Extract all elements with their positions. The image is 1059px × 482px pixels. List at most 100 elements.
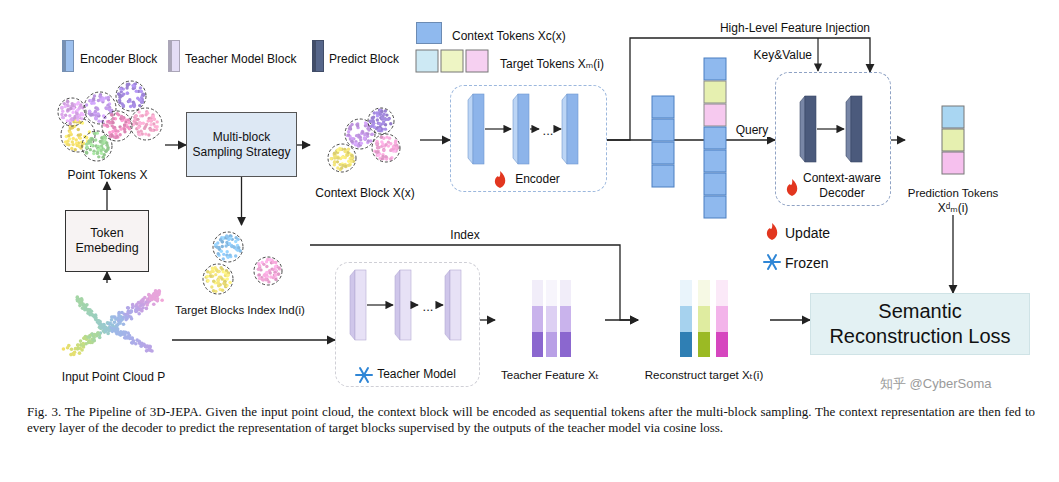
edge-label: High-Level Feature Injection xyxy=(718,21,872,35)
point xyxy=(148,344,152,348)
flow-arrow xyxy=(437,304,443,305)
node-text: Context Block X(x) xyxy=(315,186,414,200)
point xyxy=(277,266,280,269)
point xyxy=(110,113,113,116)
legend-entry: Teacher Model Block xyxy=(185,49,296,67)
loss-box: Semantic Reconstruction Loss xyxy=(810,293,1030,355)
point xyxy=(151,115,154,118)
point xyxy=(139,122,142,125)
point xyxy=(90,143,93,146)
point xyxy=(60,113,63,116)
point xyxy=(126,92,129,95)
point xyxy=(78,107,81,110)
point xyxy=(206,279,209,282)
point xyxy=(70,147,73,150)
point xyxy=(350,154,353,157)
point xyxy=(387,144,390,147)
block-front xyxy=(450,270,461,340)
point xyxy=(70,347,74,351)
legend-swatch xyxy=(168,40,180,72)
feature-bar xyxy=(716,280,728,306)
point xyxy=(217,252,220,255)
point xyxy=(73,116,76,119)
point xyxy=(141,299,145,303)
point xyxy=(212,280,215,283)
point xyxy=(94,317,98,321)
edge-label-holder: Query xyxy=(734,120,771,138)
point xyxy=(131,341,135,345)
point xyxy=(61,109,64,112)
point xyxy=(84,304,88,308)
legend-swatch xyxy=(416,22,442,44)
point xyxy=(153,293,157,297)
point xyxy=(85,146,88,149)
flow-arrow xyxy=(530,128,539,129)
point xyxy=(139,98,142,101)
teacher-group: Teacher Model xyxy=(335,262,480,387)
point xyxy=(111,121,114,124)
point xyxy=(375,142,378,145)
point xyxy=(109,326,113,330)
point xyxy=(90,113,93,116)
point xyxy=(214,273,217,276)
patch-outline xyxy=(58,98,86,126)
point xyxy=(350,154,353,157)
point xyxy=(117,93,120,96)
node-text: Xᵈₘ(i) xyxy=(938,201,969,215)
point xyxy=(123,123,126,126)
block-side xyxy=(846,96,851,162)
point xyxy=(149,119,152,122)
point xyxy=(76,297,80,301)
point xyxy=(156,120,159,123)
point xyxy=(110,315,114,319)
point xyxy=(142,343,146,347)
point xyxy=(221,240,224,243)
point xyxy=(76,102,79,105)
point xyxy=(138,121,141,124)
point xyxy=(66,140,69,143)
point xyxy=(221,270,224,273)
point xyxy=(138,133,141,136)
flow-connector xyxy=(106,272,107,283)
point xyxy=(66,99,69,102)
point xyxy=(88,335,92,339)
point xyxy=(145,303,149,307)
point xyxy=(122,322,126,326)
node-text: Token Emebeding xyxy=(70,226,144,256)
point xyxy=(134,308,138,312)
token-square xyxy=(652,142,674,164)
block-front xyxy=(400,270,411,340)
point xyxy=(369,120,372,123)
point xyxy=(71,111,74,114)
process-box: Multi-block Sampling Strategy xyxy=(186,112,297,177)
point xyxy=(129,315,133,319)
point xyxy=(142,122,145,125)
point xyxy=(127,121,130,124)
label-holder: 知乎 @CyberSoma xyxy=(880,374,991,392)
point xyxy=(333,152,336,155)
feature-bar xyxy=(698,306,710,332)
flow-connector xyxy=(605,319,638,320)
point xyxy=(106,148,109,151)
point xyxy=(126,306,130,310)
point xyxy=(378,122,381,125)
point xyxy=(237,246,240,249)
point xyxy=(262,263,265,266)
point xyxy=(122,330,126,334)
patch-outline xyxy=(345,119,375,149)
point xyxy=(216,241,219,244)
legend-text: Teacher Model Block xyxy=(185,52,296,66)
token-square xyxy=(441,50,463,72)
point xyxy=(98,95,101,98)
point xyxy=(122,92,125,95)
point xyxy=(371,116,374,119)
point xyxy=(224,244,227,247)
point xyxy=(86,308,90,312)
encoder-group: Encoder xyxy=(450,85,607,192)
legend-text: Encoder Block xyxy=(80,52,157,66)
point xyxy=(376,142,379,145)
point xyxy=(380,110,383,113)
point xyxy=(216,281,219,284)
label-holder: Key&Value xyxy=(754,45,812,63)
figure-caption: Fig. 3. The Pipeline of 3D-JEPA. Given t… xyxy=(27,404,1035,436)
